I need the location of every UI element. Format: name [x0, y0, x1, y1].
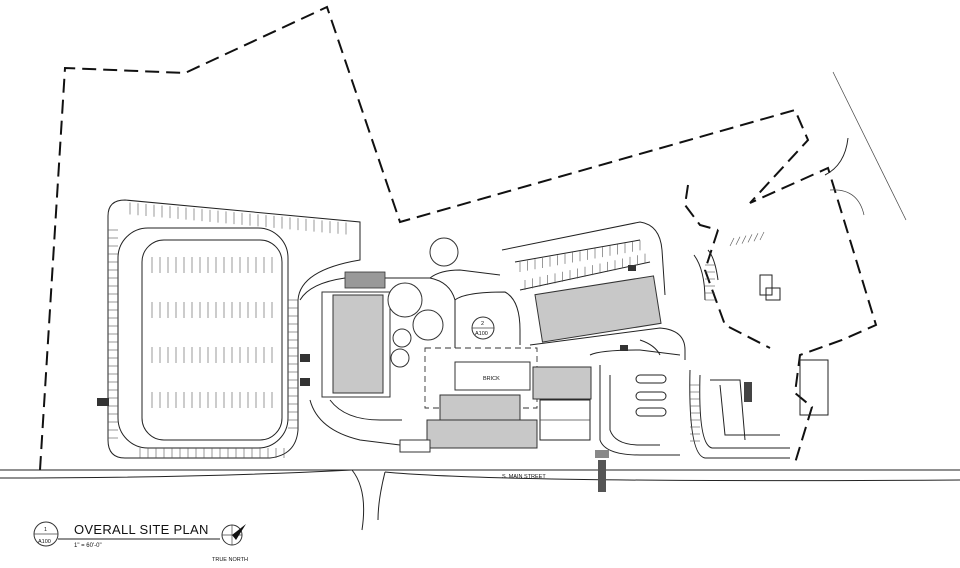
parking-stall-line: [753, 233, 759, 242]
detail-number: 1: [44, 527, 47, 533]
svg-text:2: 2: [481, 321, 484, 327]
detail-callout: 2 A100: [471, 316, 495, 340]
parking-stall-line: [729, 237, 735, 247]
northeast-building: [534, 275, 662, 343]
main-building: [332, 294, 384, 394]
parking-stall-line: [735, 236, 741, 245]
east-parking-lot: [689, 231, 829, 459]
north-arrow-label: TRUE NORTH: [212, 557, 248, 563]
west-parking-lot: [107, 199, 361, 459]
drawing-scale: 1" = 60'-0": [74, 543, 102, 549]
parking-stall-line: [741, 235, 747, 244]
title-block: 1 A100 OVERALL SITE PLAN 1" = 60'-0": [33, 521, 220, 549]
svg-text:A100: A100: [475, 331, 488, 337]
parking-stall-line: [759, 231, 765, 241]
tank: [387, 282, 423, 318]
sheet-number: A100: [38, 539, 51, 545]
entry-sign: [595, 450, 609, 492]
brick-building-complex: BRICK: [399, 347, 592, 453]
adjacent-road: [824, 71, 907, 221]
main-street: S. MAIN STREET: [0, 469, 960, 531]
northeast-parking-lot: [501, 221, 686, 360]
drawing-title: OVERALL SITE PLAN: [74, 522, 209, 537]
center-east-parking: [620, 265, 667, 417]
north-arrow-icon: TRUE NORTH: [212, 524, 248, 563]
street-label: S. MAIN STREET: [502, 474, 546, 480]
brick-label: BRICK: [483, 376, 500, 382]
central-roads: [429, 269, 681, 456]
main-building-complex: [97, 237, 459, 446]
property-boundary: [39, 5, 878, 471]
parking-stall-line: [747, 234, 753, 243]
